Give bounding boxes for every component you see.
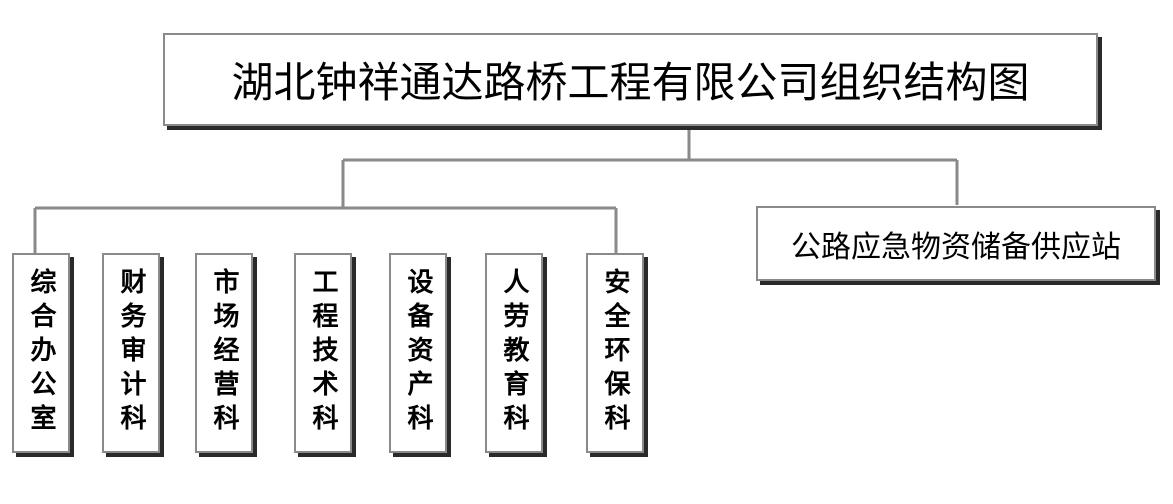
department-label: 市场经营科 (209, 268, 239, 438)
department-box: 财务审计科 (102, 253, 160, 453)
org-chart-title: 湖北钟祥通达路桥工程有限公司组织结构图 (231, 58, 1030, 107)
station-box: 公路应急物资储备供应站 (756, 206, 1156, 281)
department-box: 市场经营科 (195, 253, 253, 453)
department-label: 综合办公室 (26, 268, 56, 438)
department-label: 工程技术科 (308, 268, 338, 438)
department-label: 设备资产科 (403, 268, 433, 438)
org-chart-title-box: 湖北钟祥通达路桥工程有限公司组织结构图 (163, 33, 1098, 126)
department-box: 设备资产科 (389, 253, 447, 453)
department-label: 财务审计科 (116, 268, 146, 438)
department-box: 安全环保科 (586, 253, 644, 453)
station-label: 公路应急物资储备供应站 (791, 229, 1121, 265)
department-box: 工程技术科 (294, 253, 352, 453)
department-label: 安全环保科 (600, 268, 630, 438)
department-label: 人劳教育科 (499, 268, 529, 438)
department-box: 综合办公室 (12, 253, 70, 453)
department-box: 人劳教育科 (485, 253, 543, 453)
